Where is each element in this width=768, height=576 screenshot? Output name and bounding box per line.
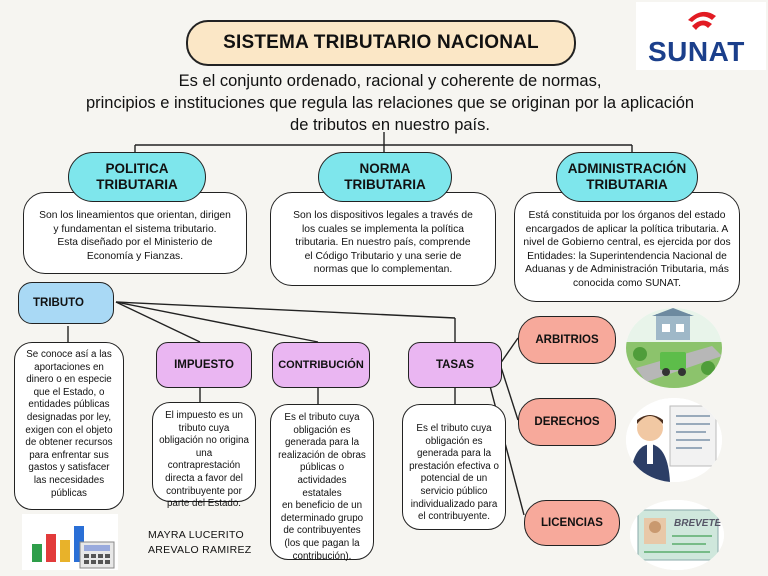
- desc-line: Aduanas y de Administración Tributaria, …: [525, 264, 729, 275]
- desc-line: conocida como SUNAT.: [573, 277, 681, 289]
- desc-line: de contribuyentes: [283, 525, 361, 537]
- desc-line: Está constituida por los órganos del est…: [528, 210, 726, 221]
- sunat-emblem-icon: [688, 11, 716, 30]
- desc-line: Son los lineamientos que orientan, dirig…: [39, 210, 231, 221]
- desc-line: Entidades: la Superintendencia Nacional …: [527, 250, 727, 262]
- desc-line: gastos y satisfacer: [28, 462, 110, 474]
- desc-line: el contribuyente.: [418, 511, 490, 523]
- desc-line: individualizado para: [410, 498, 498, 510]
- pill-label: NORMA: [359, 161, 411, 176]
- contribucion-desc: Es el tributo cuya obligación es generad…: [270, 404, 374, 562]
- desc-line: Son los dispositivos legales a través de: [293, 210, 473, 221]
- impuesto-desc: El impuesto es un tributo cuya obligació…: [152, 402, 256, 509]
- desc-line: el Código Tributario y una serie de: [304, 250, 462, 262]
- administracion-tributaria-pill: ADMINISTRACIÓN TRIBUTARIA: [556, 152, 698, 202]
- desc-line: Economía y Fianzas.: [86, 250, 184, 262]
- tributo-desc: Se conoce así a las aportaciones en dine…: [14, 342, 124, 510]
- intro-line: de tributos en nuestro país.: [290, 116, 490, 134]
- contribucion-pill: CONTRIBUCIÓN: [272, 342, 370, 388]
- desc-line: en beneficio de un: [281, 500, 363, 512]
- pill-label: POLITICA: [105, 161, 169, 176]
- desc-line: que el Estado, o: [33, 386, 105, 398]
- desc-line: nivel de Gobierno central, es ejercida p…: [523, 237, 731, 248]
- impuesto-pill: IMPUESTO: [156, 342, 252, 388]
- politica-tributaria-pill: POLITICA TRIBUTARIA: [68, 152, 206, 202]
- pill-label: TRIBUTARIA: [96, 177, 178, 192]
- street-cleaning-icon: [626, 308, 722, 388]
- man-document-icon: [626, 398, 722, 482]
- author-line: MAYRA LUCERITO: [148, 529, 244, 541]
- administracion-desc: Está constituida por los órganos del est…: [514, 192, 740, 302]
- desc-line: para enfrentar sus: [29, 449, 109, 461]
- desc-line: las necesidades: [33, 474, 105, 486]
- intro-text: Es el conjunto ordenado, racional y cohe…: [40, 70, 740, 136]
- desc-line: obligación es: [293, 424, 351, 436]
- intro-line: principios e instituciones que regula la…: [85, 94, 695, 112]
- desc-line: encargados de aplicar la política tribut…: [525, 223, 729, 235]
- license-card-icon: BREVETE: [630, 500, 724, 570]
- desc-line: prestación efectiva o: [409, 460, 499, 472]
- desc-line: de obtener recursos: [25, 437, 113, 449]
- desc-line: obligación es: [425, 435, 483, 447]
- desc-line: entidades públicas: [28, 399, 110, 411]
- norma-tributaria-pill: NORMA TRIBUTARIA: [318, 152, 452, 202]
- desc-line: directa a favor del: [165, 472, 243, 484]
- desc-line: públicas o: [299, 462, 345, 474]
- calculator-chart-illustration: [22, 514, 118, 570]
- desc-line: aportaciones en: [34, 361, 104, 373]
- man-document-illustration: [626, 398, 722, 482]
- arbitrios-pill: ARBITRIOS: [518, 316, 616, 364]
- desc-line: Se conoce así a las: [26, 349, 112, 360]
- desc-line: los cuales se implementa la política: [302, 223, 464, 235]
- street-cleaning-illustration: [626, 308, 722, 388]
- derechos-pill: DERECHOS: [518, 398, 616, 446]
- license-card-text: BREVETE: [674, 518, 722, 529]
- desc-line: realización de obras: [278, 449, 366, 461]
- calculator-chart-icon: [22, 514, 118, 570]
- desc-line: tributo cuya: [178, 422, 230, 434]
- desc-line: designadas por ley,: [26, 411, 112, 423]
- desc-line: obligación no origina: [159, 435, 249, 447]
- desc-line: (los que pagan la: [284, 537, 360, 549]
- desc-line: determinado grupo: [280, 512, 364, 524]
- desc-line: y fundamentan el sistema tributario.: [53, 223, 217, 235]
- tributo-pill: TRIBUTO: [18, 282, 114, 324]
- intro-line: Es el conjunto ordenado, racional y cohe…: [178, 72, 602, 90]
- politica-desc: Son los lineamientos que orientan, dirig…: [23, 192, 247, 274]
- pill-label: ADMINISTRACIÓN: [567, 161, 687, 176]
- desc-line: dinero o en especie: [26, 374, 112, 386]
- desc-line: generada para la: [416, 448, 492, 460]
- sunat-logo: SUNAT: [636, 2, 766, 70]
- tasas-pill: TASAS: [408, 342, 502, 388]
- desc-line: parte del Estado.: [166, 498, 242, 510]
- desc-line: exigen con el objeto: [25, 424, 113, 436]
- desc-line: Esta diseñado por el Ministerio de: [57, 237, 213, 248]
- desc-line: servicio público: [420, 485, 488, 497]
- desc-line: una contraprestación: [167, 447, 241, 472]
- page-title: SISTEMA TRIBUTARIO NACIONAL: [186, 20, 576, 66]
- author-name: MAYRA LUCERITO AREVALO RAMIREZ: [148, 528, 252, 558]
- desc-line: tributaria. En nuestro país, comprende: [295, 237, 471, 248]
- desc-line: Es el tributo cuya: [416, 423, 492, 434]
- pill-label: TRIBUTARIA: [344, 177, 426, 192]
- tasas-desc: Es el tributo cuya obligación es generad…: [402, 404, 506, 530]
- desc-line: El impuesto es un: [165, 410, 243, 421]
- desc-line: contribuyente por: [166, 485, 242, 497]
- licencias-pill: LICENCIAS: [524, 500, 620, 546]
- desc-line: públicas: [51, 487, 87, 499]
- pill-label: TRIBUTARIA: [586, 177, 668, 192]
- desc-line: potencial de un: [420, 473, 488, 485]
- desc-line: generada para la: [284, 437, 360, 449]
- norma-desc: Son los dispositivos legales a través de…: [270, 192, 496, 286]
- desc-line: normas que lo complementan.: [313, 264, 453, 275]
- author-line: AREVALO RAMIREZ: [148, 544, 252, 556]
- desc-line: Es el tributo cuya: [284, 412, 360, 423]
- desc-line: actividades estatales: [297, 474, 347, 499]
- license-card-illustration: BREVETE: [630, 500, 724, 570]
- desc-line: contribución).: [292, 550, 352, 562]
- logo-text: SUNAT: [648, 36, 745, 67]
